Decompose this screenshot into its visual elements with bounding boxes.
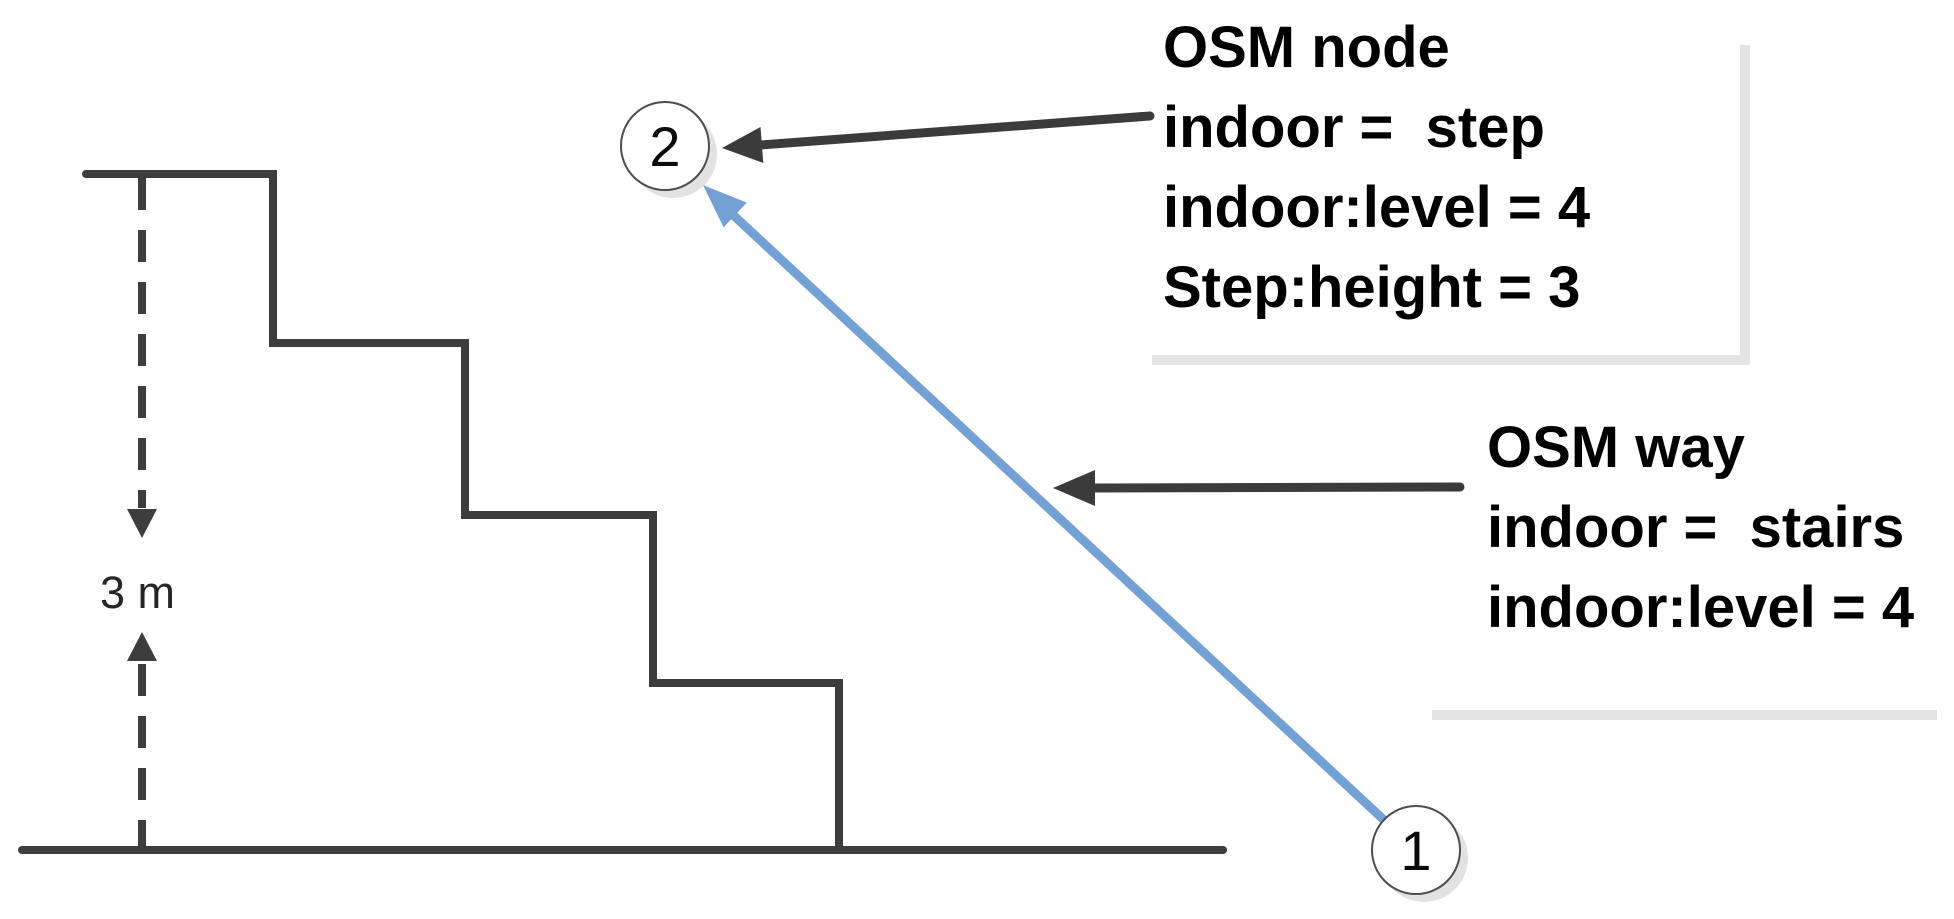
pointer-line (1085, 482, 1465, 493)
node-pointer-arrow (722, 111, 1155, 163)
shadow-bottom (1152, 355, 1750, 365)
osm-node-callout: OSM node indoor = step indoor:level = 4 … (1163, 15, 1590, 320)
shadow-right (1740, 45, 1750, 365)
tag-step-height: Step:height = 3 (1163, 255, 1580, 320)
stair-profile (82, 170, 843, 854)
tag-indoor-level: indoor:level = 4 (1163, 175, 1590, 240)
osm-way-callout: OSM way indoor = stairs indoor:level = 4 (1487, 415, 1914, 640)
node-circle-start: 1 (1371, 805, 1468, 902)
tag-indoor: indoor = stairs (1487, 495, 1904, 560)
tag-indoor: indoor = step (1163, 95, 1545, 160)
stairs-way-arrow (703, 185, 1388, 824)
circle-body (620, 101, 710, 191)
osm-node-box-shadow (1152, 45, 1750, 365)
arrowhead-left-icon (722, 127, 764, 163)
node-label: 2 (649, 115, 680, 178)
way-pointer-arrow (1053, 470, 1465, 506)
way-line (727, 209, 1388, 824)
callout-title: OSM node (1163, 15, 1450, 80)
node-circle-top: 2 (620, 101, 717, 198)
height-dimension: 3 m (100, 178, 175, 848)
arrow-up-icon (127, 632, 157, 661)
arrowhead-left-icon (1053, 470, 1095, 506)
tag-indoor-level: indoor:level = 4 (1487, 575, 1914, 640)
pointer-line (755, 111, 1155, 150)
circle-body (1371, 805, 1461, 895)
shadow-bottom (1432, 710, 1937, 720)
osm-way-box-shadow (1432, 710, 1937, 720)
callout-title: OSM way (1487, 415, 1745, 480)
dimension-label: 3 m (100, 567, 175, 618)
arrow-down-icon (127, 509, 157, 538)
blue-arrowhead-icon (703, 185, 747, 228)
node-label: 1 (1400, 819, 1431, 882)
